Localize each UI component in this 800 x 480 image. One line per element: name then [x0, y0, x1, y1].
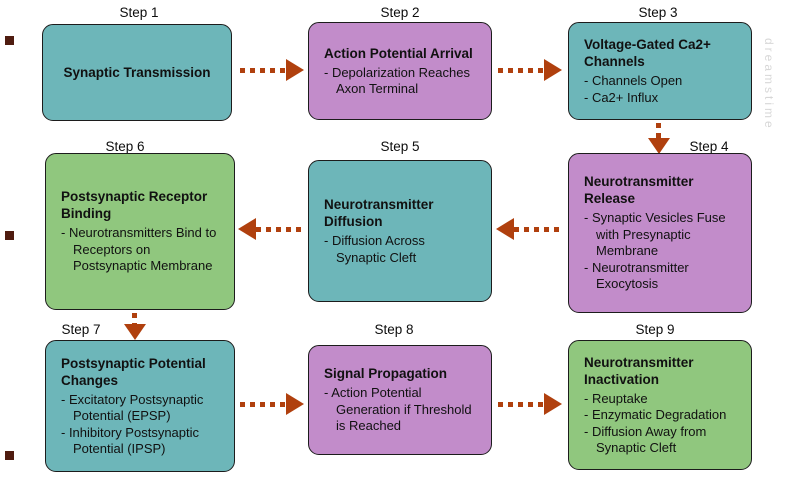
step-bullet: - Synaptic Vesicles Fuse with Presynapti… — [584, 210, 726, 259]
arrow-line-step2-step3 — [498, 68, 544, 73]
step-box-7: Postsynaptic Potential Changes - Excitat… — [45, 340, 235, 472]
step-bullet: - Diffusion Away from Synaptic Cleft — [584, 423, 707, 456]
step-label-6: Step 6 — [105, 139, 145, 154]
step-label-9: Step 9 — [635, 322, 675, 337]
step-title-9: Neurotransmitter Inactivation — [584, 354, 694, 387]
step-box-8: Signal Propagation - Action Potential Ge… — [308, 345, 492, 455]
step-title-5: Neurotransmitter Diffusion — [324, 197, 434, 229]
step-title-4: Neurotransmitter Release — [584, 174, 694, 207]
step-bullet: - Depolarization Reaches Axon Terminal — [324, 64, 470, 97]
step-content-2: Action Potential Arrival - Depolarizatio… — [324, 45, 476, 98]
step-bullet: - Channels Open — [584, 73, 683, 88]
step-bullet: - Enzymatic Degradation — [584, 407, 727, 422]
step-label-5: Step 5 — [380, 139, 420, 154]
step-label-8: Step 8 — [374, 322, 414, 337]
step-box-6: Postsynaptic Receptor Binding - Neurotra… — [45, 153, 235, 310]
step-title-1: Synaptic Transmission — [63, 65, 211, 80]
arrowhead-right-icon — [544, 393, 562, 415]
watermark-marker — [5, 451, 14, 460]
step-bullet: - Diffusion Across Synaptic Cleft — [324, 233, 425, 265]
step-label-2: Step 2 — [380, 5, 420, 20]
step-bullet: - Reuptake — [584, 390, 648, 406]
step-label-1: Step 1 — [119, 5, 159, 20]
step-content-5: Neurotransmitter Diffusion - Diffusion A… — [324, 196, 476, 266]
step-bullet: - Neurotransmitter Exocytosis — [584, 259, 689, 292]
step-title-2: Action Potential Arrival — [324, 45, 473, 61]
step-title-7: Postsynaptic Potential Changes — [61, 355, 206, 388]
step-title-3: Voltage-Gated Ca2+ Channels — [584, 37, 711, 69]
step-box-9: Neurotransmitter Inactivation - Reuptake… — [568, 340, 752, 470]
arrowhead-right-icon — [286, 59, 304, 81]
step-title-6: Postsynaptic Receptor Binding — [61, 189, 208, 222]
arrowhead-left-icon — [496, 218, 514, 240]
watermark-marker — [5, 231, 14, 240]
step-content-7: Postsynaptic Potential Changes - Excitat… — [61, 355, 219, 458]
arrowhead-down-icon — [648, 138, 670, 154]
arrow-line-step3-step4 — [656, 123, 661, 139]
step-bullet: - Ca2+ Influx — [584, 89, 659, 105]
arrow-line-step7-step8 — [240, 402, 286, 407]
arrow-line-step5-step6 — [256, 227, 304, 232]
arrow-line-step8-step9 — [498, 402, 544, 407]
watermark-marker — [5, 36, 14, 45]
step-label-7: Step 7 — [61, 322, 101, 337]
step-label-4: Step 4 — [689, 139, 729, 154]
step-box-5: Neurotransmitter Diffusion - Diffusion A… — [308, 160, 492, 302]
arrowhead-right-icon — [286, 393, 304, 415]
step-bullet: - Inhibitory Postsynaptic Potential (IPS… — [61, 424, 200, 457]
step-content-6: Postsynaptic Receptor Binding - Neurotra… — [61, 188, 219, 275]
arrowhead-left-icon — [238, 218, 256, 240]
step-bullet: - Action Potential Generation if Thresho… — [324, 385, 472, 434]
watermark-side-text: dreamstime — [762, 38, 776, 131]
step-box-2: Action Potential Arrival - Depolarizatio… — [308, 22, 492, 120]
arrow-line-step1-step2 — [240, 68, 286, 73]
step-bullet: - Excitatory Postsynaptic Potential (EPS… — [61, 391, 204, 424]
step-label-3: Step 3 — [638, 5, 678, 20]
step-box-1: Synaptic Transmission — [42, 24, 232, 121]
step-title-8: Signal Propagation — [324, 366, 448, 382]
step-box-3: Voltage-Gated Ca2+ Channels - Channels O… — [568, 22, 752, 120]
step-box-4: Neurotransmitter Release - Synaptic Vesi… — [568, 153, 752, 313]
step-content-8: Signal Propagation - Action Potential Ge… — [324, 365, 476, 435]
step-content-3: Voltage-Gated Ca2+ Channels - Channels O… — [584, 36, 736, 106]
step-bullet: - Neurotransmitters Bind to Receptors on… — [61, 225, 217, 274]
arrowhead-right-icon — [544, 59, 562, 81]
arrow-line-step4-step5 — [514, 227, 562, 232]
step-content-1: Synaptic Transmission — [58, 64, 216, 81]
arrowhead-down-icon — [124, 324, 146, 340]
arrow-line-step6-step7 — [132, 313, 137, 325]
step-content-9: Neurotransmitter Inactivation - Reuptake… — [584, 354, 736, 457]
step-content-4: Neurotransmitter Release - Synaptic Vesi… — [584, 173, 736, 293]
